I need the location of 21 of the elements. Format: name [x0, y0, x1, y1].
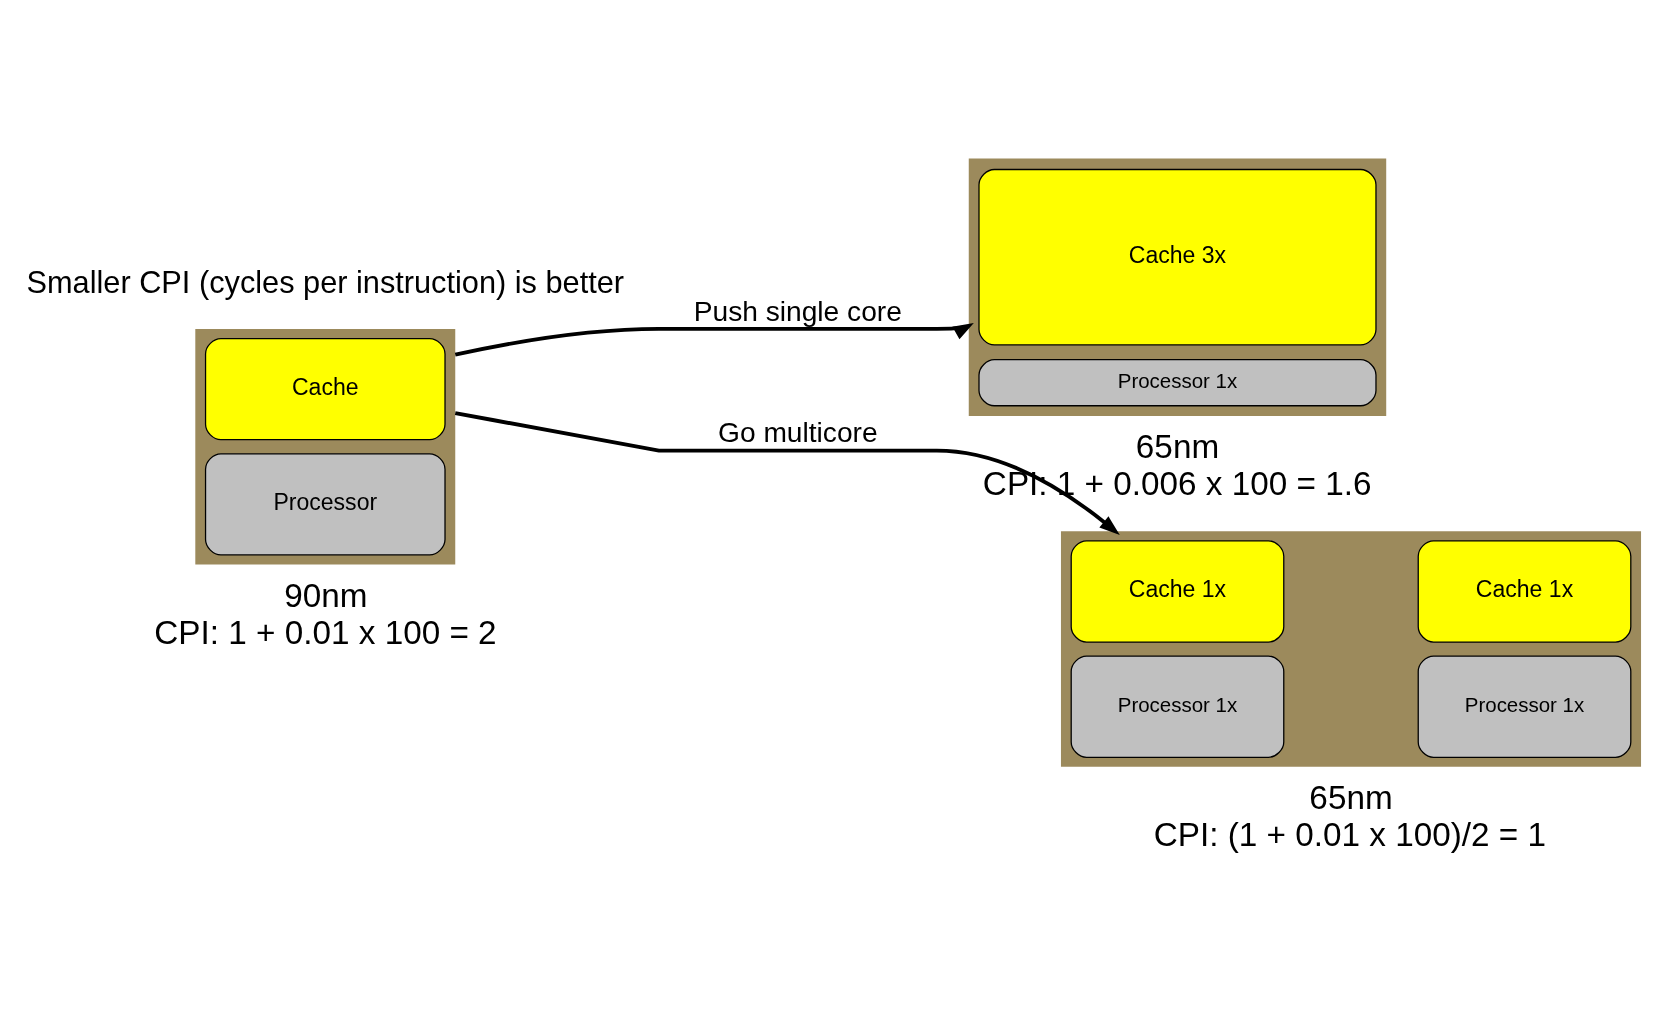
label: Smaller CPI (cycles per instruction) is better — [26, 265, 625, 301]
node-box: Processor — [204, 453, 446, 556]
cluster — [195, 328, 456, 565]
node-box: Cache 3x — [978, 168, 1377, 346]
node-box: Cache 1x — [1070, 540, 1285, 643]
edge-label: Go multicore — [718, 416, 878, 449]
node-box: Cache — [204, 337, 446, 441]
node-box: Cache 1x — [1417, 540, 1632, 643]
node-box: Processor 1x — [978, 359, 1377, 407]
node-label: 65nm — [1309, 778, 1393, 816]
node-box: Processor 1x — [1417, 655, 1632, 758]
edge-label: Push single core — [693, 294, 902, 327]
arrow — [454, 323, 974, 357]
node-label: CPI: (1 + 0.01 x 100)/2 = 1 — [1153, 816, 1547, 854]
cluster — [1060, 531, 1642, 767]
arrow — [454, 411, 1120, 535]
node-label: 90nm — [284, 576, 368, 614]
node-label: 65nm — [1135, 428, 1220, 465]
node-label: CPI: 1 + 0.01 x 100 = 2 — [154, 613, 497, 651]
node-box: Processor 1x — [1070, 655, 1285, 758]
cluster — [968, 158, 1387, 416]
